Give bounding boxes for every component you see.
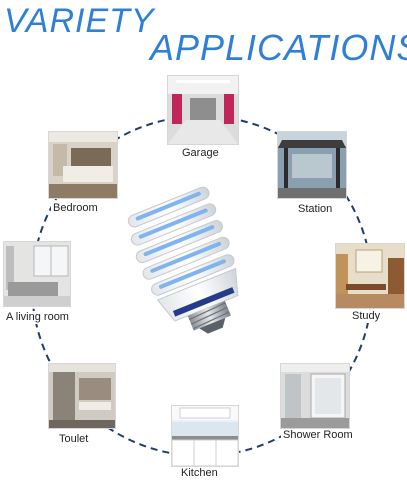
living-room-photo [3, 241, 71, 307]
station-photo [277, 131, 347, 199]
toilet-photo [48, 363, 116, 429]
room-label: Garage [180, 147, 221, 160]
garage-photo [167, 75, 239, 145]
led-corn-bulb-image [127, 186, 239, 334]
heading-line-2: APPLICATIONS [150, 27, 407, 68]
bedroom-photo [48, 131, 118, 199]
heading-line-1: VARIETY [4, 2, 155, 40]
room-label: Study [350, 310, 383, 323]
kitchen-photo [171, 405, 239, 467]
study-photo [335, 243, 405, 309]
room-label: Bedroom [51, 202, 100, 215]
shower-room-photo [280, 363, 350, 429]
room-label: Station [296, 203, 335, 216]
room-label: Kitchen [179, 467, 220, 480]
room-label: Shower Room [281, 429, 355, 442]
room-label: A living room [4, 311, 71, 324]
room-label: Toulet [57, 433, 91, 446]
